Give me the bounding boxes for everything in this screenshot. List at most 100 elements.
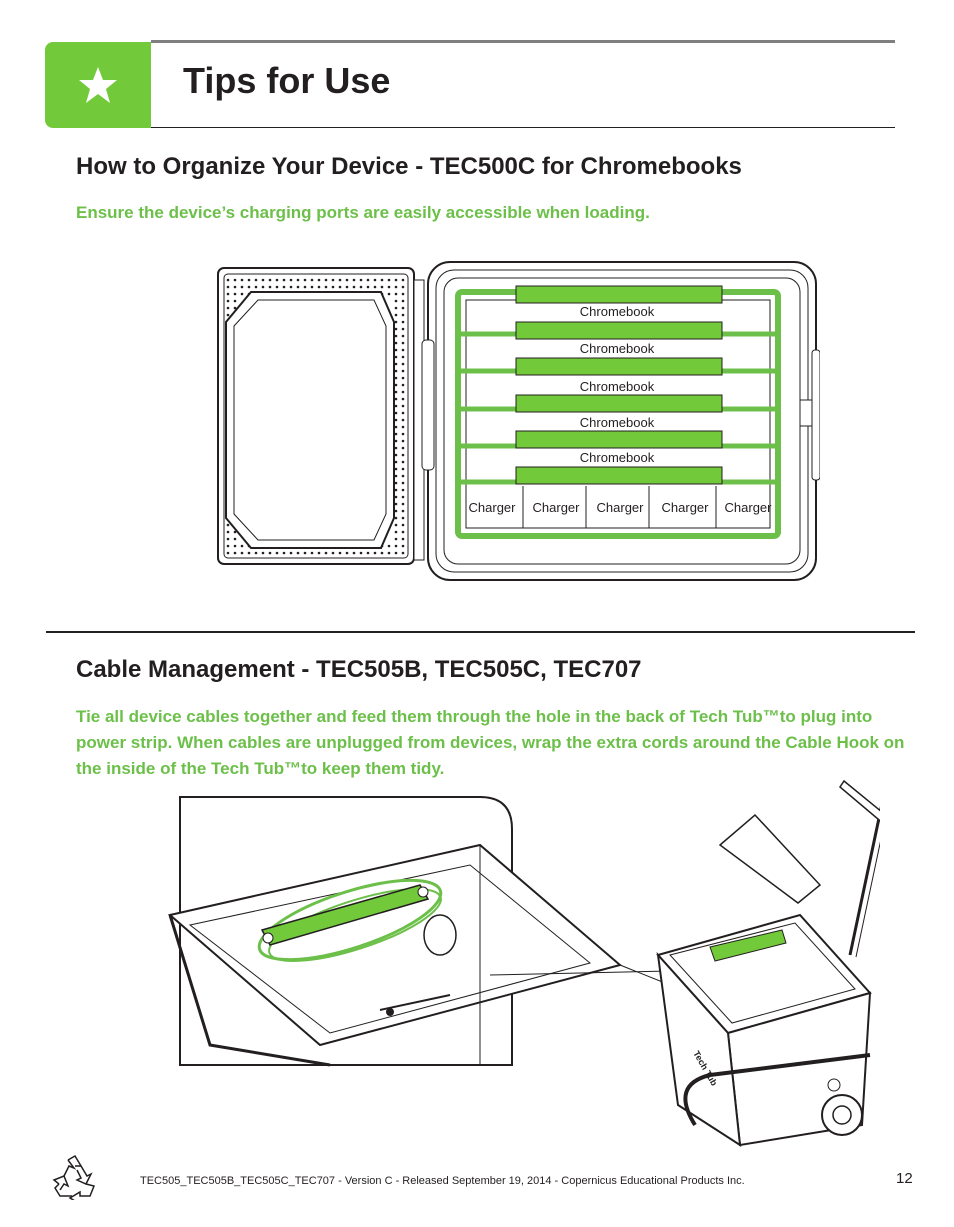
lid-perforation-dot <box>401 278 405 282</box>
lid-perforation-dot <box>401 376 405 380</box>
lid-perforation-dot <box>401 537 405 541</box>
lid-perforation-dot <box>401 334 405 338</box>
lid-perforation-dot <box>240 292 244 296</box>
star-icon-box <box>45 42 151 128</box>
lid-perforation-dot <box>233 537 237 541</box>
lid-perforation-dot <box>331 285 335 289</box>
cable-hook-closeup <box>167 796 671 1067</box>
lid-perforation-dot <box>226 537 230 541</box>
lid-perforation-dot <box>394 439 398 443</box>
lid-perforation-dot <box>303 278 307 282</box>
lid-perforation-dot <box>275 551 279 555</box>
lid-perforation-dot <box>401 411 405 415</box>
section-heading-cable: Cable Management - TEC505B, TEC505C, TEC… <box>76 656 642 683</box>
lid-perforation-dot <box>387 285 391 289</box>
lid-perforation-dot <box>254 551 258 555</box>
lid-perforation-dot <box>394 495 398 499</box>
lid-perforation-dot <box>331 278 335 282</box>
lid-perforation-dot <box>268 551 272 555</box>
lid-perforation-dot <box>345 285 349 289</box>
lid-perforation-dot <box>401 397 405 401</box>
lid-perforation-dot <box>394 425 398 429</box>
header-rule <box>151 40 895 43</box>
lid-perforation-dot <box>373 278 377 282</box>
page-number: 12 <box>896 1170 913 1187</box>
lid-perforation-dot <box>233 278 237 282</box>
lid-perforation-dot <box>394 383 398 387</box>
lid-perforation-dot <box>296 278 300 282</box>
lid-perforation-dot <box>317 285 321 289</box>
lid-perforation-dot <box>380 285 384 289</box>
lid-perforation-dot <box>247 278 251 282</box>
lid-perforation-dot <box>366 551 370 555</box>
section-note-organize: Ensure the device’s charging ports are e… <box>76 203 650 222</box>
lid-perforation-dot <box>359 551 363 555</box>
lid-perforation-dot <box>401 474 405 478</box>
section-heading-organize: How to Organize Your Device - TEC500C fo… <box>76 153 742 180</box>
lid-perforation-dot <box>401 313 405 317</box>
lid-perforation-dot <box>401 320 405 324</box>
chromebook-label: Chromebook <box>580 341 655 356</box>
lid-perforation-dot <box>401 369 405 373</box>
lid-perforation-dot <box>394 460 398 464</box>
lid-perforation-dot <box>226 530 230 534</box>
lid-perforation-dot <box>268 278 272 282</box>
tub-illustration: Chromebook Chromebook Chromebook Chromeb… <box>421 261 820 581</box>
lid-perforation-dot <box>338 278 342 282</box>
lid-perforation-dot <box>394 551 398 555</box>
lid-perforation-dot <box>394 481 398 485</box>
lid-perforation-dot <box>401 488 405 492</box>
lid-perforation-dot <box>394 453 398 457</box>
lid-perforation-dot <box>394 488 398 492</box>
lid-perforation-dot <box>233 299 237 303</box>
lid-perforation-dot <box>247 551 251 555</box>
lid-perforation-dot <box>401 446 405 450</box>
lid-perforation-dot <box>401 481 405 485</box>
lid-perforation-dot <box>394 292 398 296</box>
lid-perforation-dot <box>331 551 335 555</box>
lid-perforation-dot <box>394 285 398 289</box>
lid-perforation-dot <box>394 334 398 338</box>
lid-perforation-dot <box>282 285 286 289</box>
lid-perforation-dot <box>401 551 405 555</box>
lid-perforation-dot <box>338 285 342 289</box>
lid-perforation-dot <box>394 446 398 450</box>
lid-perforation-dot <box>401 516 405 520</box>
lid-perforation-dot <box>401 299 405 303</box>
lid-perforation-dot <box>401 453 405 457</box>
lid-perforation-dot <box>394 530 398 534</box>
lid-perforation-dot <box>387 278 391 282</box>
lid-perforation-dot <box>233 551 237 555</box>
lid-perforation-dot <box>394 362 398 366</box>
lid-perforation-dot <box>275 278 279 282</box>
chromebook-label: Chromebook <box>580 450 655 465</box>
lid-perforation-dot <box>394 544 398 548</box>
lid-perforation-dot <box>394 509 398 513</box>
lid-perforation-dot <box>366 285 370 289</box>
lid-perforation-dot <box>394 390 398 394</box>
charger-label: Charger <box>533 500 581 515</box>
tech-tub-cart: Tech Tub <box>656 779 880 1147</box>
lid-perforation-dot <box>394 502 398 506</box>
lid-perforation-dot <box>352 285 356 289</box>
lid-perforation-dot <box>401 306 405 310</box>
lid-perforation-dot <box>359 285 363 289</box>
lid-perforation-dot <box>394 432 398 436</box>
lid-perforation-dot <box>282 551 286 555</box>
lid-perforation-dot <box>233 544 237 548</box>
lid-perforation-dot <box>380 551 384 555</box>
lid-perforation-dot <box>310 551 314 555</box>
recycle-icon <box>52 1154 96 1200</box>
lid-perforation-dot <box>317 278 321 282</box>
lid-perforation-dot <box>394 327 398 331</box>
lid-perforation-dot <box>394 320 398 324</box>
lid-perforation-dot <box>401 355 405 359</box>
lid-perforation-dot <box>289 551 293 555</box>
lid-perforation-dot <box>394 474 398 478</box>
lid-perforation-dot <box>401 418 405 422</box>
section-note-cable: Tie all device cables together and feed … <box>76 707 905 778</box>
charger-label: Charger <box>725 500 773 515</box>
lid-perforation-dot <box>401 292 405 296</box>
lid-perforation-dot <box>387 292 391 296</box>
lid-perforation-dot <box>261 278 265 282</box>
